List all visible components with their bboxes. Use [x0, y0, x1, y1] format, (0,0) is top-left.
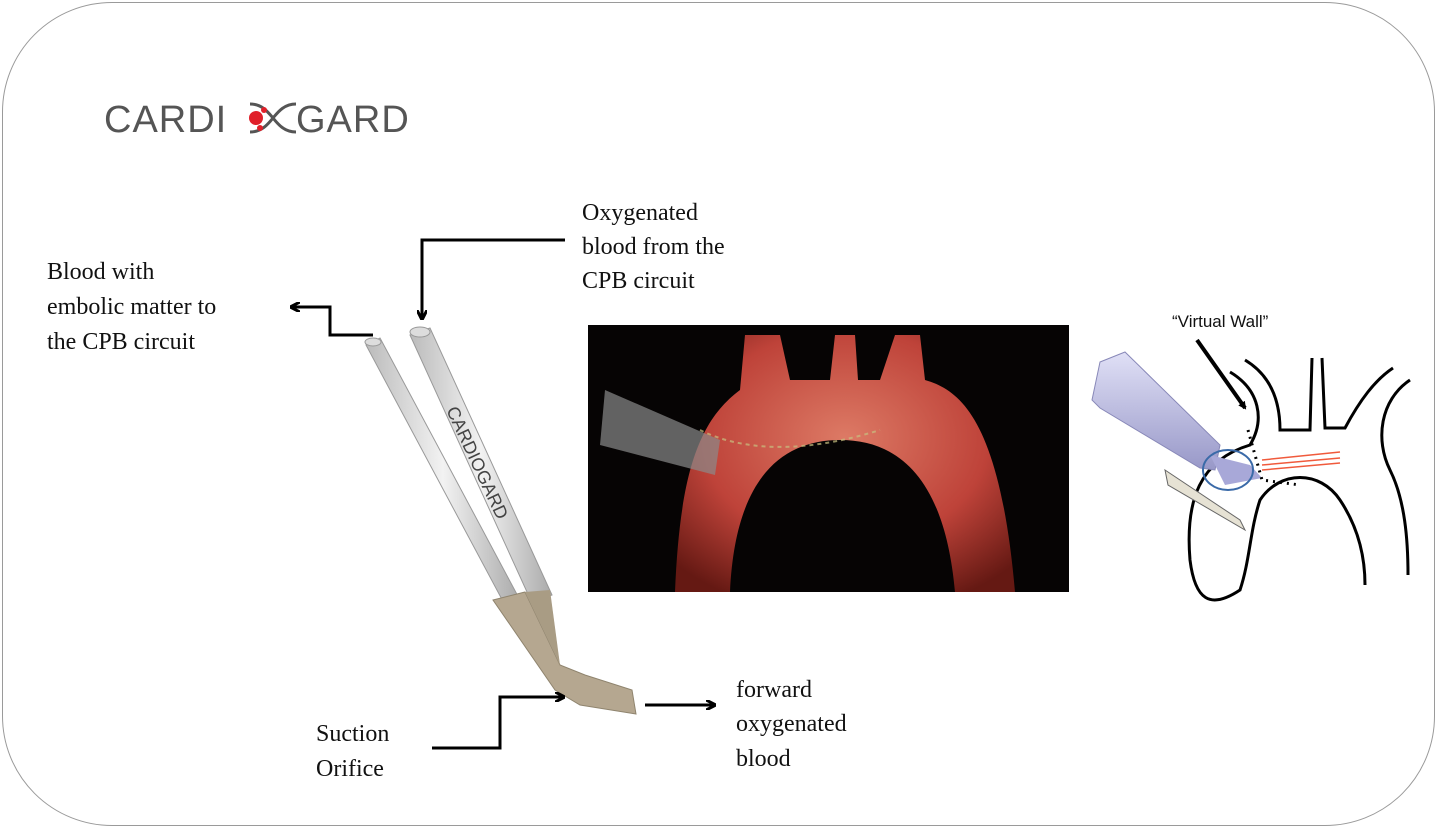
aortic-arch-render-image	[588, 325, 1069, 592]
label-oxygenated-in: Oxygenated blood from the CPB circuit	[582, 200, 731, 294]
arrow-oxygenated-in	[422, 238, 565, 318]
label-embolic-out: Blood with embolic matter to the CPB cir…	[47, 259, 222, 355]
cardiogard-logo: CARDI GARD	[104, 99, 410, 141]
logo-text-left: CARDI	[104, 99, 227, 141]
logo-blood-drop-icon	[249, 111, 263, 125]
label-virtual-wall: “Virtual Wall”	[1172, 312, 1269, 331]
virtual-wall-schematic: “Virtual Wall”	[1091, 312, 1411, 602]
label-suction-orifice: Suction Orifice	[316, 721, 395, 782]
logo-text-right: GARD	[296, 99, 410, 141]
arrow-suction-orifice	[432, 697, 563, 750]
arrow-embolic-out	[292, 307, 373, 337]
label-forward-blood: forward oxygenated blood	[736, 677, 853, 772]
